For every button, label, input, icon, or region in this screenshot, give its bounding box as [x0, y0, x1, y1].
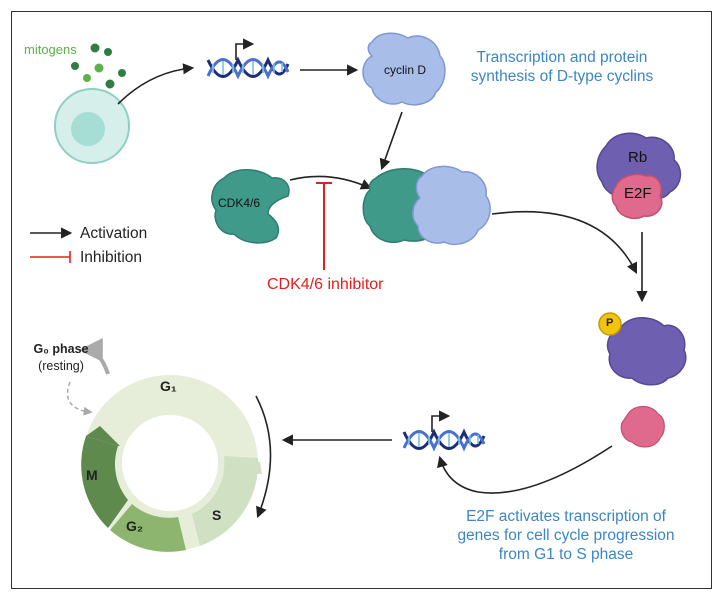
phosphorylated-rb-icon	[598, 312, 687, 386]
inhibitor-line	[316, 182, 332, 270]
legend-inhibition-line	[30, 251, 71, 263]
rb-label: Rb	[628, 149, 648, 166]
e2f-label: E2F	[624, 185, 652, 202]
g0-phase-label: G₀ phase (resting)	[30, 341, 92, 375]
phase-m-label: M	[86, 467, 98, 483]
mitogen-dots	[71, 43, 126, 89]
legend-activation-label: Activation	[80, 225, 148, 242]
dna-helix-icon-top	[206, 38, 290, 80]
cyclin-d-label: cyclin D	[384, 63, 427, 77]
cdk46-protein-icon	[211, 169, 290, 244]
cell-icon	[54, 88, 130, 164]
g0-phase-title: G₀ phase	[33, 342, 89, 356]
g0-resting-text: (resting)	[38, 359, 84, 373]
cyclin-d-protein-icon	[362, 32, 446, 106]
legend-inhibition-label: Inhibition	[80, 249, 143, 266]
cdk46-label: CDK4/6	[218, 196, 261, 210]
e2f-text-line2: genes for cell cycle progression	[457, 527, 675, 544]
diagram-border	[11, 11, 712, 589]
cyclin-text-line2: synthesis of D-type cyclins	[470, 68, 654, 85]
phosphate-label: P	[606, 317, 614, 329]
cell-cycle-ring	[81, 375, 262, 552]
phase-s-label: S	[212, 507, 222, 523]
phase-g2-label: G₂	[126, 518, 144, 534]
cdk-cyclin-complex-icon	[362, 165, 491, 246]
cyclin-synthesis-text: Transcription and protein synthesis of D…	[456, 48, 668, 86]
e2f-text-line1: E2F activates transcription of	[466, 508, 666, 525]
free-e2f-icon	[620, 405, 665, 448]
cyclin-text-line1: Transcription and protein	[476, 49, 648, 66]
cdk46-inhibitor-label: CDK4/6 inhibitor	[267, 276, 384, 293]
rb-e2f-complex-icon	[596, 132, 682, 220]
e2f-text-line3: from G1 to S phase	[498, 546, 634, 563]
dna-helix-icon-bottom	[402, 410, 486, 452]
e2f-activation-text: E2F activates transcription of genes for…	[438, 507, 694, 564]
phase-g1-label: G₁	[160, 378, 177, 394]
mitogens-label: mitogens	[24, 42, 77, 57]
